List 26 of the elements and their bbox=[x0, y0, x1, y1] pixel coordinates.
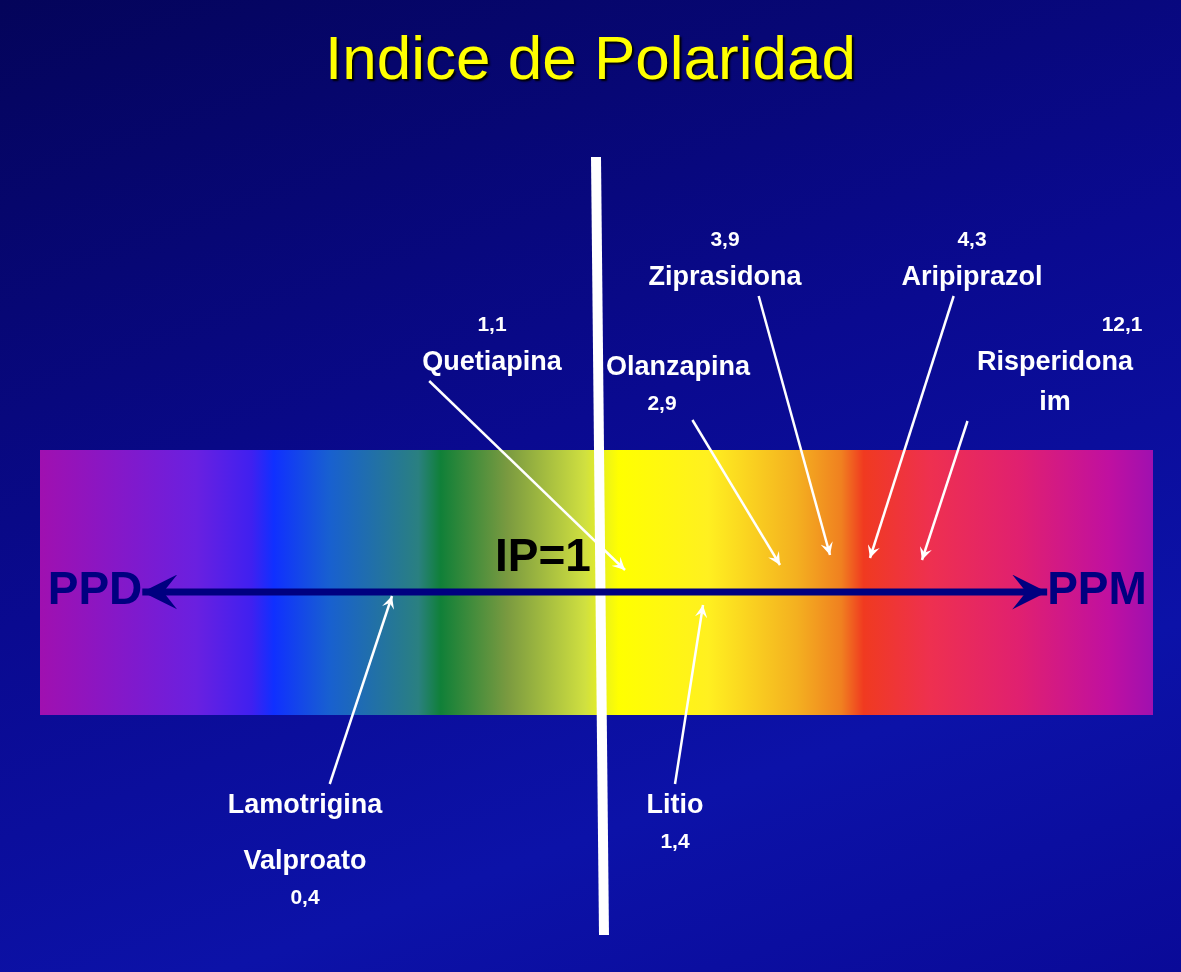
arrow bbox=[328, 595, 394, 785]
value-label: 12,1 bbox=[1101, 311, 1143, 337]
value-label: 2,9 bbox=[647, 390, 677, 416]
axis-end-label: PPD bbox=[47, 563, 143, 613]
arrow bbox=[691, 419, 782, 566]
value-label: 4,3 bbox=[957, 226, 987, 252]
arrow bbox=[428, 380, 626, 571]
arrow bbox=[757, 295, 833, 556]
drug-label: Ziprasidona bbox=[648, 260, 802, 293]
value-label: 1,4 bbox=[660, 828, 690, 854]
title: Indice de Polaridad bbox=[324, 22, 857, 93]
arrow bbox=[867, 295, 955, 559]
arrow bbox=[673, 604, 708, 785]
value-label: 1,1 bbox=[477, 311, 507, 337]
drug-label: Quetiapina bbox=[422, 345, 562, 378]
value-label: 0,4 bbox=[290, 884, 320, 910]
drug-label: Aripiprazol bbox=[901, 260, 1043, 293]
drug-label: Risperidona im bbox=[976, 345, 1135, 418]
drug-label: Lamotrigina bbox=[227, 788, 383, 821]
drug-label: Valproato bbox=[243, 844, 367, 877]
arrow bbox=[919, 420, 969, 561]
threshold-label: IP=1 bbox=[495, 528, 591, 582]
value-label: 3,9 bbox=[710, 226, 740, 252]
axis-end-label: PPM bbox=[1047, 563, 1147, 613]
drug-label: Litio bbox=[646, 788, 704, 821]
drug-label: Olanzapina bbox=[606, 350, 750, 383]
